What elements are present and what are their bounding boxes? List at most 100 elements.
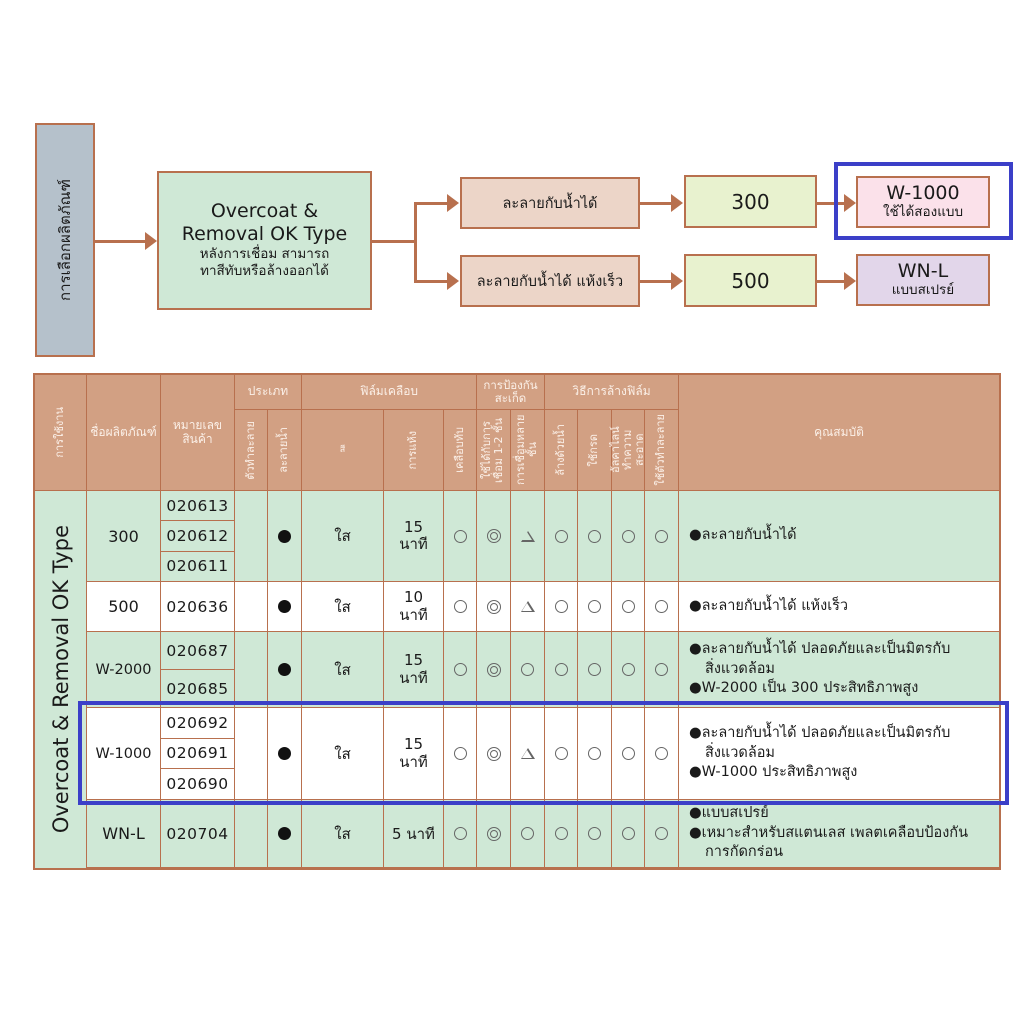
product-name-cell: W-2000 bbox=[87, 632, 161, 708]
connector-vertical bbox=[414, 202, 417, 282]
item-code-cell: 020704 bbox=[161, 800, 235, 868]
properties-cell: ละลายกับน้ำได้ แห้งเร็ว bbox=[679, 582, 999, 632]
drying-time-cell: 15 นาที bbox=[384, 491, 444, 582]
circle-icon bbox=[554, 747, 568, 760]
wash-water-cell bbox=[545, 708, 578, 800]
item-code-cell: 020611 bbox=[161, 551, 235, 582]
property-item: การกัดกร่อน bbox=[705, 844, 784, 861]
header-usage: การใช้งาน bbox=[35, 375, 87, 491]
item-code: 020611 bbox=[166, 557, 229, 576]
product-name-cell: W-1000 bbox=[87, 708, 161, 800]
header-type-solvent: ตัวทำละลาย bbox=[235, 410, 268, 491]
item-code: 020687 bbox=[166, 641, 229, 660]
rust-multi-cell bbox=[511, 800, 545, 868]
circle-icon bbox=[588, 529, 601, 543]
rust-1-2-cell bbox=[477, 708, 511, 800]
water-cell bbox=[268, 491, 302, 582]
wash-acid-cell bbox=[578, 491, 612, 582]
filled-circle-icon bbox=[278, 600, 291, 613]
rust-1-2-cell bbox=[477, 632, 511, 708]
circle-icon bbox=[453, 747, 467, 760]
item-code-cell: 020687 bbox=[161, 632, 235, 670]
product-name: 300 bbox=[108, 526, 139, 546]
product-name: W-2000 bbox=[95, 661, 152, 678]
product-name-cell: 300 bbox=[87, 491, 161, 582]
arrow-icon bbox=[844, 194, 856, 212]
property-item: แบบสเปรย์ bbox=[689, 804, 769, 824]
header-film-overcoat: เคลือบทับ bbox=[444, 410, 477, 491]
overcoat-cell bbox=[444, 582, 477, 632]
property-item: ละลายกับน้ำได้ ปลอดภัยและเป็นมิตรกับ bbox=[689, 724, 951, 744]
result-title: WN-L bbox=[897, 260, 949, 283]
condition-label: ละลายกับน้ำได้ แห้งเร็ว bbox=[476, 273, 624, 290]
water-cell bbox=[268, 582, 302, 632]
circle-icon bbox=[588, 663, 601, 676]
header-item-number: หมายเลข สินค้า bbox=[161, 375, 235, 491]
water-cell bbox=[268, 632, 302, 708]
triangle-icon bbox=[520, 601, 535, 612]
circle-icon bbox=[655, 529, 668, 543]
film-color-cell: ใส bbox=[302, 582, 384, 632]
drying-time-cell: 15 นาที bbox=[384, 632, 444, 708]
arrow-icon bbox=[671, 194, 683, 212]
circle-icon bbox=[588, 827, 601, 840]
header-wash-solvent: ใช้ตัวทำละลาย bbox=[645, 410, 679, 491]
main-title-line2: Removal OK Type bbox=[181, 222, 348, 245]
rust-multi-cell bbox=[511, 708, 545, 800]
wash-acid-cell bbox=[578, 632, 612, 708]
circle-icon bbox=[554, 827, 568, 840]
circle-icon bbox=[621, 663, 635, 676]
wash-acid-cell bbox=[578, 800, 612, 868]
double-circle-icon bbox=[486, 599, 501, 614]
wash-alkaline-cell bbox=[612, 491, 645, 582]
group-label-cell: Overcoat & Removal OK Type bbox=[35, 491, 87, 868]
result-subtitle: ใช้ได้สองแบบ bbox=[882, 204, 964, 221]
overcoat-cell bbox=[444, 491, 477, 582]
header-product-name: ชื่อผลิตภัณฑ์ bbox=[87, 375, 161, 491]
header-rust-multi: การเชื่อมหลายชั้น bbox=[511, 410, 545, 491]
property-item: เหมาะสำหรับสแตนเลส เพลตเคลือบป้องกัน bbox=[689, 824, 968, 844]
main-desc-line1: หลังการเชื่อม สามารถ bbox=[199, 245, 330, 262]
property-item: W-1000 ประสิทธิภาพสูง bbox=[689, 763, 858, 783]
wash-alkaline-cell bbox=[612, 800, 645, 868]
circle-icon bbox=[554, 529, 568, 543]
film-color-cell: ใส bbox=[302, 800, 384, 868]
item-code-cell: 020692 bbox=[161, 708, 235, 739]
item-code-cell: 020613 bbox=[161, 491, 235, 522]
condition-box-1: ละลายกับน้ำได้ bbox=[460, 177, 640, 229]
circle-icon bbox=[621, 747, 635, 760]
root-box: การเลือกผลิตภัณฑ์ bbox=[35, 123, 95, 357]
header-film-drying: การแห้ง bbox=[384, 410, 444, 491]
solvent-cell bbox=[235, 582, 268, 632]
circle-icon bbox=[621, 529, 635, 543]
wash-alkaline-cell bbox=[612, 708, 645, 800]
item-code: 020691 bbox=[166, 744, 229, 763]
connector-branch-2 bbox=[414, 280, 448, 283]
circle-icon bbox=[453, 529, 467, 543]
main-title-line1: Overcoat & bbox=[210, 200, 319, 223]
film-color-cell: ใส bbox=[302, 632, 384, 708]
triangle-icon bbox=[520, 530, 535, 542]
solvent-cell bbox=[235, 632, 268, 708]
property-item: สิ่งแวดล้อม bbox=[705, 744, 775, 761]
arrow-icon bbox=[447, 272, 459, 290]
circle-icon bbox=[521, 827, 534, 840]
result-box-wnl: WN-L แบบสเปรย์ bbox=[856, 254, 990, 306]
product-box-500: 500 bbox=[684, 254, 817, 307]
result-title: W-1000 bbox=[886, 182, 960, 205]
item-code-cell: 020612 bbox=[161, 521, 235, 552]
filled-circle-icon bbox=[278, 663, 291, 676]
arrow-icon bbox=[145, 232, 157, 250]
main-category-box: Overcoat & Removal OK Type หลังการเชื่อม… bbox=[157, 171, 372, 310]
circle-icon bbox=[588, 600, 601, 613]
connector bbox=[817, 280, 845, 283]
property-item: ละลายกับน้ำได้ bbox=[689, 526, 797, 546]
arrow-icon bbox=[844, 272, 856, 290]
header-wash-alkaline: อัลคาไลน์ทำความสะอาด bbox=[609, 410, 646, 491]
main-desc-line2: ทาสีทับหรือล้างออกได้ bbox=[200, 263, 329, 280]
header-film-group: ฟิล์มเคลือบ bbox=[302, 375, 477, 410]
header-rust-group: การป้องกัน สะเก็ด bbox=[477, 375, 545, 410]
wash-solvent-cell bbox=[645, 491, 679, 582]
solvent-cell bbox=[235, 491, 268, 582]
wash-solvent-cell bbox=[645, 708, 679, 800]
